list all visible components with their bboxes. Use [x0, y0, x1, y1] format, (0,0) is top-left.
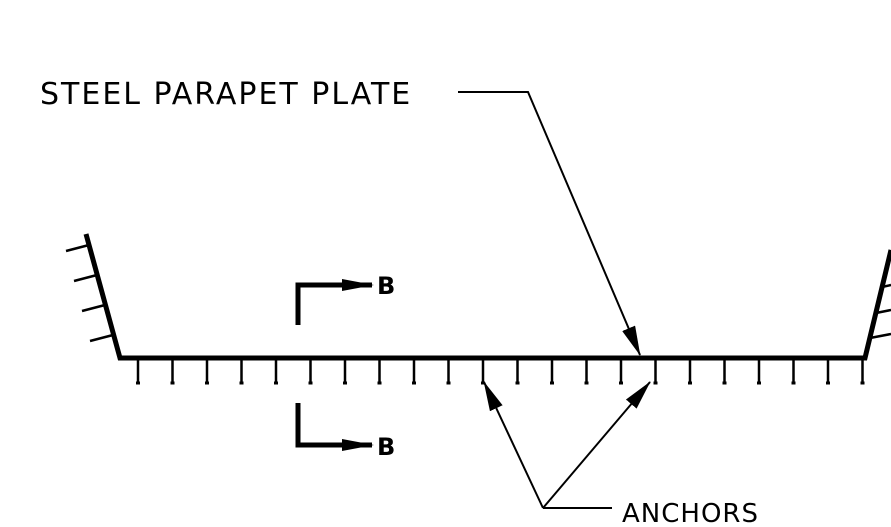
- plate-label: STEEL PARAPET PLATE: [40, 77, 412, 112]
- section-letter-bottom: B: [377, 433, 395, 461]
- right-wall-anchor: [881, 283, 891, 289]
- plate-leader-line: [458, 91, 641, 356]
- left-wall-anchor: [73, 273, 98, 283]
- right-wall-anchor: [875, 308, 891, 315]
- parapet-plate-profile: [83, 233, 891, 361]
- section-cut-bottom: [295, 403, 374, 451]
- left-wall-anchor: [65, 243, 90, 253]
- anchors-label: ANCHORS: [622, 499, 759, 527]
- section-letter-top: B: [377, 272, 395, 300]
- right-wall-anchor: [869, 332, 891, 340]
- anchors-leader: [483, 381, 651, 509]
- left-wall-anchors: [65, 243, 114, 343]
- section-cut-top: [295, 279, 374, 325]
- right-wall-anchors: [869, 283, 891, 340]
- left-wall-anchor: [89, 333, 114, 343]
- left-wall-anchor: [81, 303, 106, 313]
- bottom-anchors: [136, 360, 865, 385]
